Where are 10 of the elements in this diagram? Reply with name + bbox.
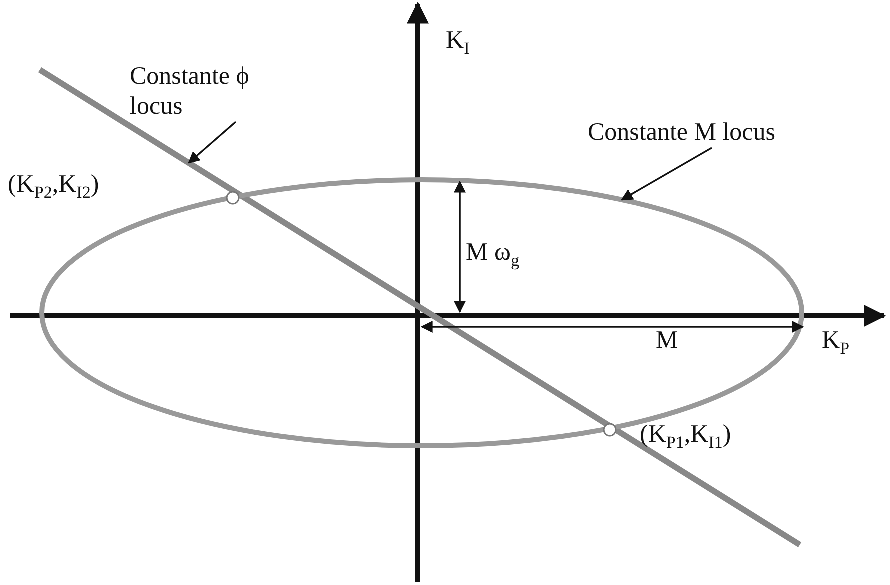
locus-label: Constante M locus [588, 118, 776, 148]
dimension-label: M [656, 326, 678, 356]
point-label: (K$_{P1}$,K$_{I1}$) [640, 420, 732, 454]
axis-label: K$_{P}$ [822, 326, 850, 360]
dimension-label: M ω$_{g}$ [466, 238, 520, 272]
leader-line [188, 121, 237, 164]
locus-label: Constante ϕ locus [130, 62, 290, 122]
leader-line [620, 147, 712, 201]
axis-label: K$_{I}$ [446, 26, 470, 60]
point-label: (K$_{P2}$,K$_{I2}$) [8, 170, 100, 204]
